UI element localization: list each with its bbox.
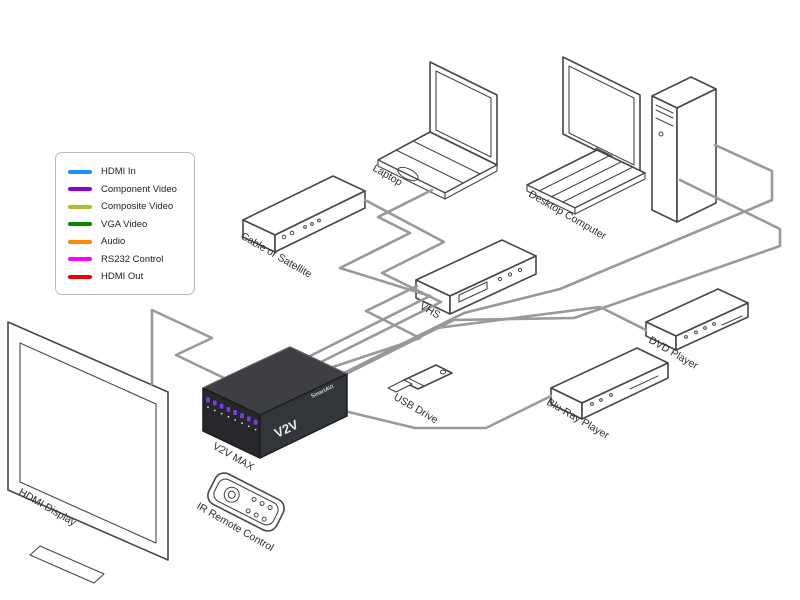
legend-item-rs232: RS232 Control [68, 251, 182, 269]
legend-swatch-component [68, 187, 92, 192]
legend-item-hdmi-in: HDMI In [68, 163, 182, 181]
usb-body [401, 364, 453, 390]
legend-swatch-rs232 [68, 257, 92, 262]
dvd-front-right [675, 302, 749, 351]
cable-hdmi-in-bluray [293, 394, 553, 430]
legend-swatch-composite [68, 204, 92, 209]
switcher-ports [205, 396, 259, 431]
hdmi-display-device [7, 321, 169, 584]
tower-power-button [658, 131, 664, 137]
dvd-player-device [645, 288, 749, 351]
dvd-buttons [684, 315, 743, 339]
keyboard-side [574, 172, 646, 215]
v2v-switcher-device: SmartAVI V2V [202, 346, 348, 459]
legend-panel: HDMI In Component Video Composite Video … [55, 152, 195, 295]
legend-item-component: Component Video [68, 181, 182, 199]
tv-screen [19, 342, 157, 544]
cable-hdmi-in-dvd [315, 305, 648, 390]
usb-keyring-hole [439, 369, 447, 375]
laptop-device [377, 61, 498, 200]
tower-front [651, 95, 678, 223]
switcher-front-right [259, 373, 348, 459]
vhs-front-right [449, 255, 537, 315]
legend-label-rs232: RS232 Control [101, 253, 164, 265]
cable-satellite-device [242, 175, 366, 253]
laptop-key-rows [395, 140, 481, 184]
usb-connector [387, 379, 413, 393]
keyboard-key-rows [538, 155, 634, 203]
legend-item-composite: Composite Video [68, 198, 182, 216]
label-usb: USB Drive [392, 391, 441, 426]
legend-label-component: Component Video [101, 183, 177, 195]
bluray-front-right [581, 362, 669, 420]
legend-item-vga: VGA Video [68, 216, 182, 234]
vhs-tape-slot [458, 281, 488, 303]
vhs-buttons [497, 267, 523, 282]
cable-hdmi-out [150, 308, 226, 386]
tv-stand [29, 545, 105, 584]
legend-label-vga: VGA Video [101, 218, 148, 230]
legend-label-audio: Audio [101, 236, 126, 248]
bluray-buttons [590, 375, 659, 406]
remote-faceplate [213, 478, 279, 526]
laptop-screen [435, 70, 492, 158]
legend-swatch-vga [68, 222, 92, 227]
tower-side [676, 88, 717, 223]
ir-remote-device [207, 472, 285, 532]
tower-vents [655, 104, 674, 137]
legend-label-composite: Composite Video [101, 201, 174, 213]
desktop-computer-device [526, 56, 717, 223]
monitor-screen [568, 65, 635, 166]
usb-drive-device [387, 364, 453, 393]
cable-composite-video [331, 284, 422, 369]
cables [150, 143, 782, 430]
legend-swatch-audio [68, 239, 92, 244]
bluray-player-device [550, 347, 669, 420]
legend-swatch-hdmi-in [68, 169, 92, 174]
legend-label-hdmi-out: HDMI Out [101, 271, 144, 283]
laptop-touchpad [397, 166, 419, 182]
legend-label-hdmi-in: HDMI In [101, 166, 136, 178]
legend-item-hdmi-out: HDMI Out [68, 268, 182, 286]
cable-vga [342, 143, 774, 375]
legend-swatch-hdmi-out [68, 274, 92, 279]
legend-item-audio: Audio [68, 233, 182, 251]
vhs-device [415, 239, 537, 315]
satbox-buttons [281, 218, 321, 240]
switcher-top-edge-highlight [202, 346, 348, 389]
remote-main-button [223, 486, 240, 503]
remote-keypad-dots [245, 496, 273, 522]
cable-component-video [319, 198, 446, 364]
